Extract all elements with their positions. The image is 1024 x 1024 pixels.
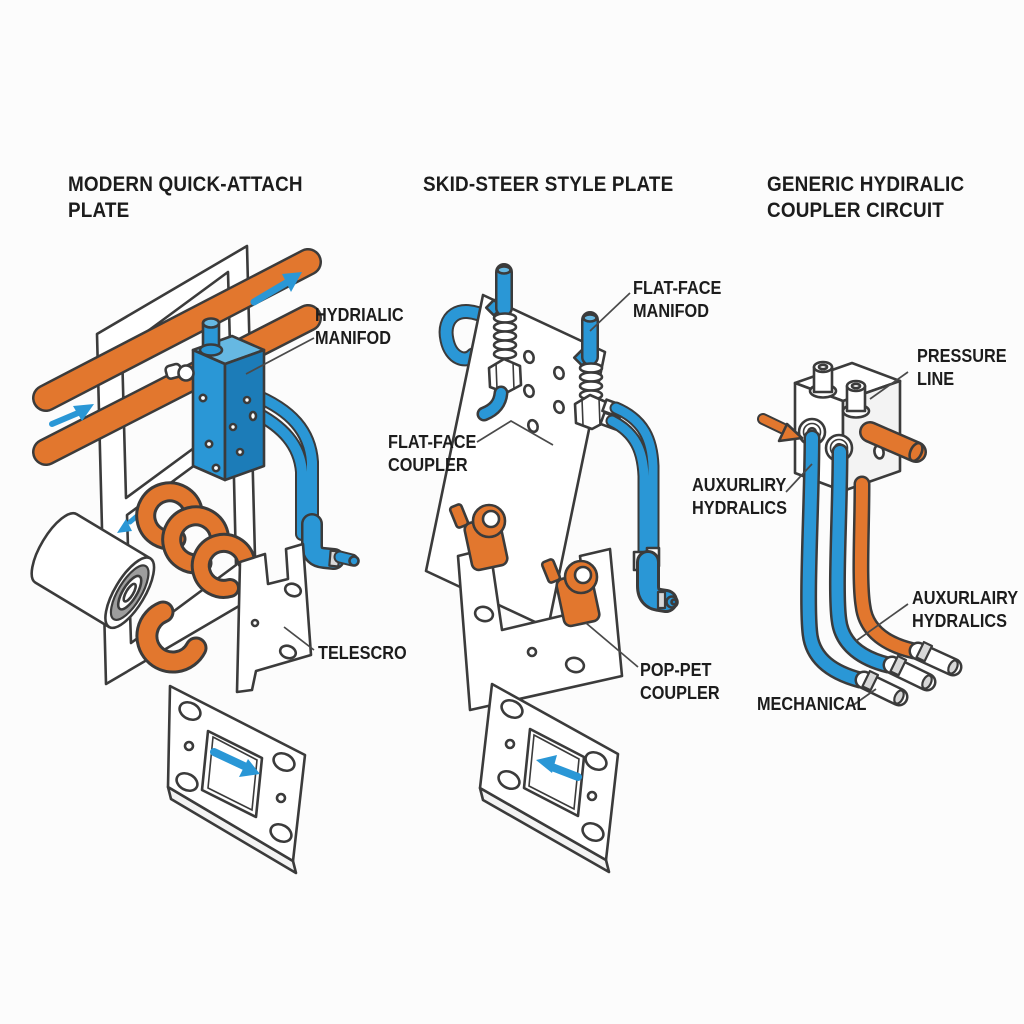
label-line: FLAT-FACE — [633, 277, 722, 298]
title-line: SKID-STEER STYLE PLATE — [423, 173, 674, 196]
label-auxiliary-hydraulics-right: AUXURLAIRY HYDRALICS — [912, 586, 1018, 632]
inlet-arrow — [757, 413, 804, 443]
slide-arrow-left — [536, 755, 582, 781]
label-line: COUPLER — [640, 682, 720, 703]
leader-line — [245, 337, 315, 375]
leader-line — [869, 371, 909, 400]
hose-end-fitting — [854, 669, 909, 707]
flat-face-coupler-1 — [476, 263, 523, 422]
label-line: HYDRALICS — [692, 497, 787, 518]
title-line: PLATE — [68, 199, 130, 222]
label-mechanical: MECHANICAL — [757, 692, 866, 715]
panel-title-skid-steer: SKID-STEER STYLE PLATE — [423, 172, 673, 198]
flow-arrow-out — [250, 272, 302, 306]
label-hydraulic-manifold: HYDRIALIC MANIFOD — [315, 303, 404, 349]
latch-hook — [540, 558, 601, 628]
label-line: TELESCRO — [318, 642, 407, 663]
leader-line — [851, 688, 877, 707]
label-auxiliary-hydraulics-left: AUXURLIRY HYDRALICS — [692, 473, 787, 519]
pressure-tube — [859, 421, 927, 463]
label-line: AUXURLIRY — [692, 474, 787, 495]
leader-line — [785, 463, 813, 493]
label-line: MANIFOD — [633, 300, 709, 321]
panel-title-quick-attach: MODERN QUICK-ATTACH PLATE — [68, 172, 303, 224]
elbow-coupler — [301, 513, 360, 570]
leader-line — [855, 603, 909, 642]
label-line: HYDRALICS — [912, 610, 1007, 631]
mount-plate-left — [166, 684, 307, 875]
label-line: POP-PET — [640, 659, 712, 680]
label-line: MECHANICAL — [757, 693, 867, 714]
label-line: PRESSURE — [917, 345, 1007, 366]
label-flat-face-manifold: FLAT-FACE MANIFOD — [633, 276, 721, 322]
flow-arrow-in — [49, 404, 94, 427]
leader-line — [476, 420, 554, 446]
leader-line — [585, 622, 639, 668]
label-line: FLAT-FACE — [388, 431, 477, 452]
hydraulic-hose — [605, 401, 661, 572]
hydraulic-manifold-block — [164, 317, 266, 482]
orange-tube — [32, 248, 322, 412]
label-line: HYDRIALIC — [315, 304, 404, 325]
panel-title-coupler-circuit: GENERIC HYDIRALIC COUPLER CIRCUIT — [767, 172, 964, 224]
quick-attach-art — [30, 244, 360, 875]
label-line: AUXURLAIRY — [912, 587, 1019, 608]
leader-line — [283, 626, 315, 651]
hose-end-fitting — [908, 640, 963, 677]
hydraulic-hose — [800, 429, 923, 689]
leader-line — [589, 292, 631, 332]
label-line: COUPLER — [388, 454, 468, 475]
flat-face-coupler-2 — [573, 311, 623, 431]
label-line: MANIFOD — [315, 327, 391, 348]
latch-hooks — [135, 481, 256, 674]
hose-end-fitting — [882, 654, 937, 692]
latch-hook — [448, 503, 509, 572]
label-telescro: TELESCRO — [318, 641, 407, 664]
latch-bracket — [235, 542, 313, 694]
title-line: COUPLER CIRCUIT — [767, 199, 945, 222]
label-pressure-line: PRESSURE LINE — [917, 344, 1007, 390]
coupler-circuit-art — [757, 360, 963, 707]
sleeve-cylinder — [30, 511, 156, 630]
title-line: MODERN QUICK-ATTACH — [68, 173, 303, 196]
title-line: GENERIC HYDIRALIC — [767, 173, 965, 196]
slide-arrow-right — [210, 748, 260, 777]
skid-steer-art — [424, 263, 679, 874]
poppet-coupler — [636, 550, 679, 613]
mount-plate-middle — [478, 682, 620, 874]
orange-tube — [32, 304, 322, 466]
label-line: LINE — [917, 368, 955, 389]
label-flat-face-coupler: FLAT-FACE COUPLER — [388, 430, 476, 476]
label-poppet-coupler: POP-PET COUPLER — [640, 658, 720, 704]
hydraulic-hose — [438, 304, 496, 367]
